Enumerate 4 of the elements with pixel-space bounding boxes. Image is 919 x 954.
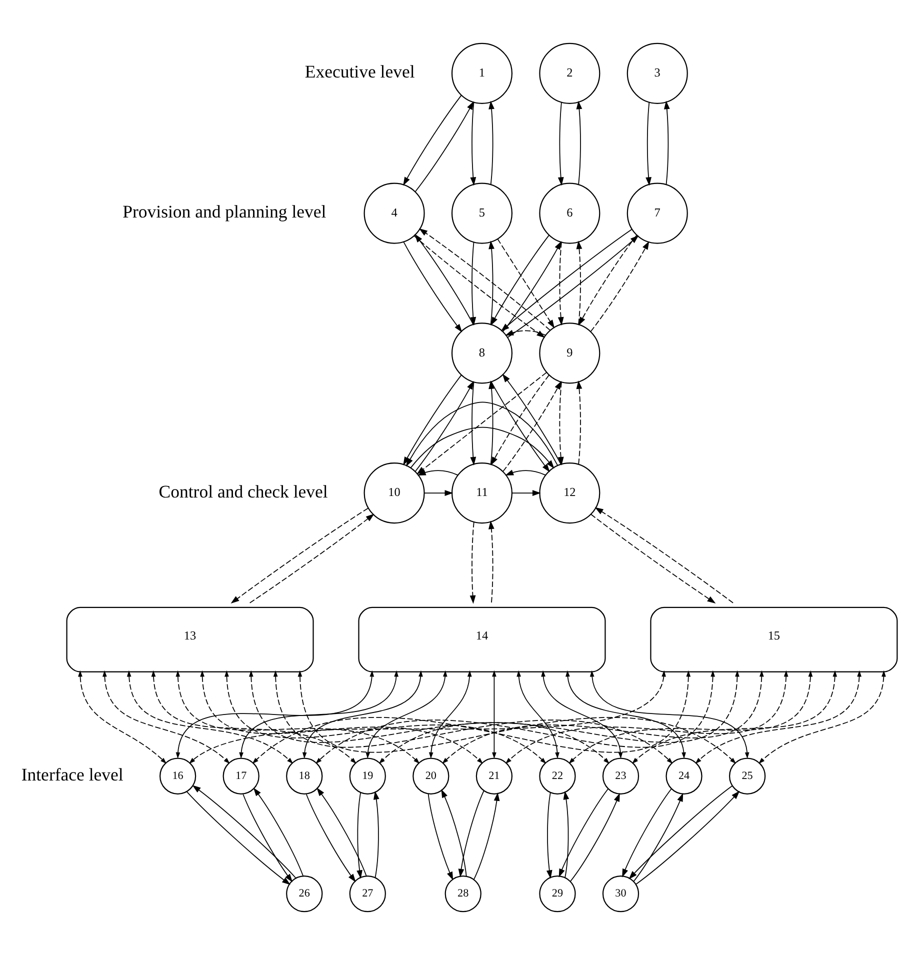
label: Interface level [21, 764, 124, 784]
label: Provision and planning level [122, 201, 326, 222]
label: Control and check level [158, 480, 328, 501]
label: Executive level [304, 61, 415, 82]
